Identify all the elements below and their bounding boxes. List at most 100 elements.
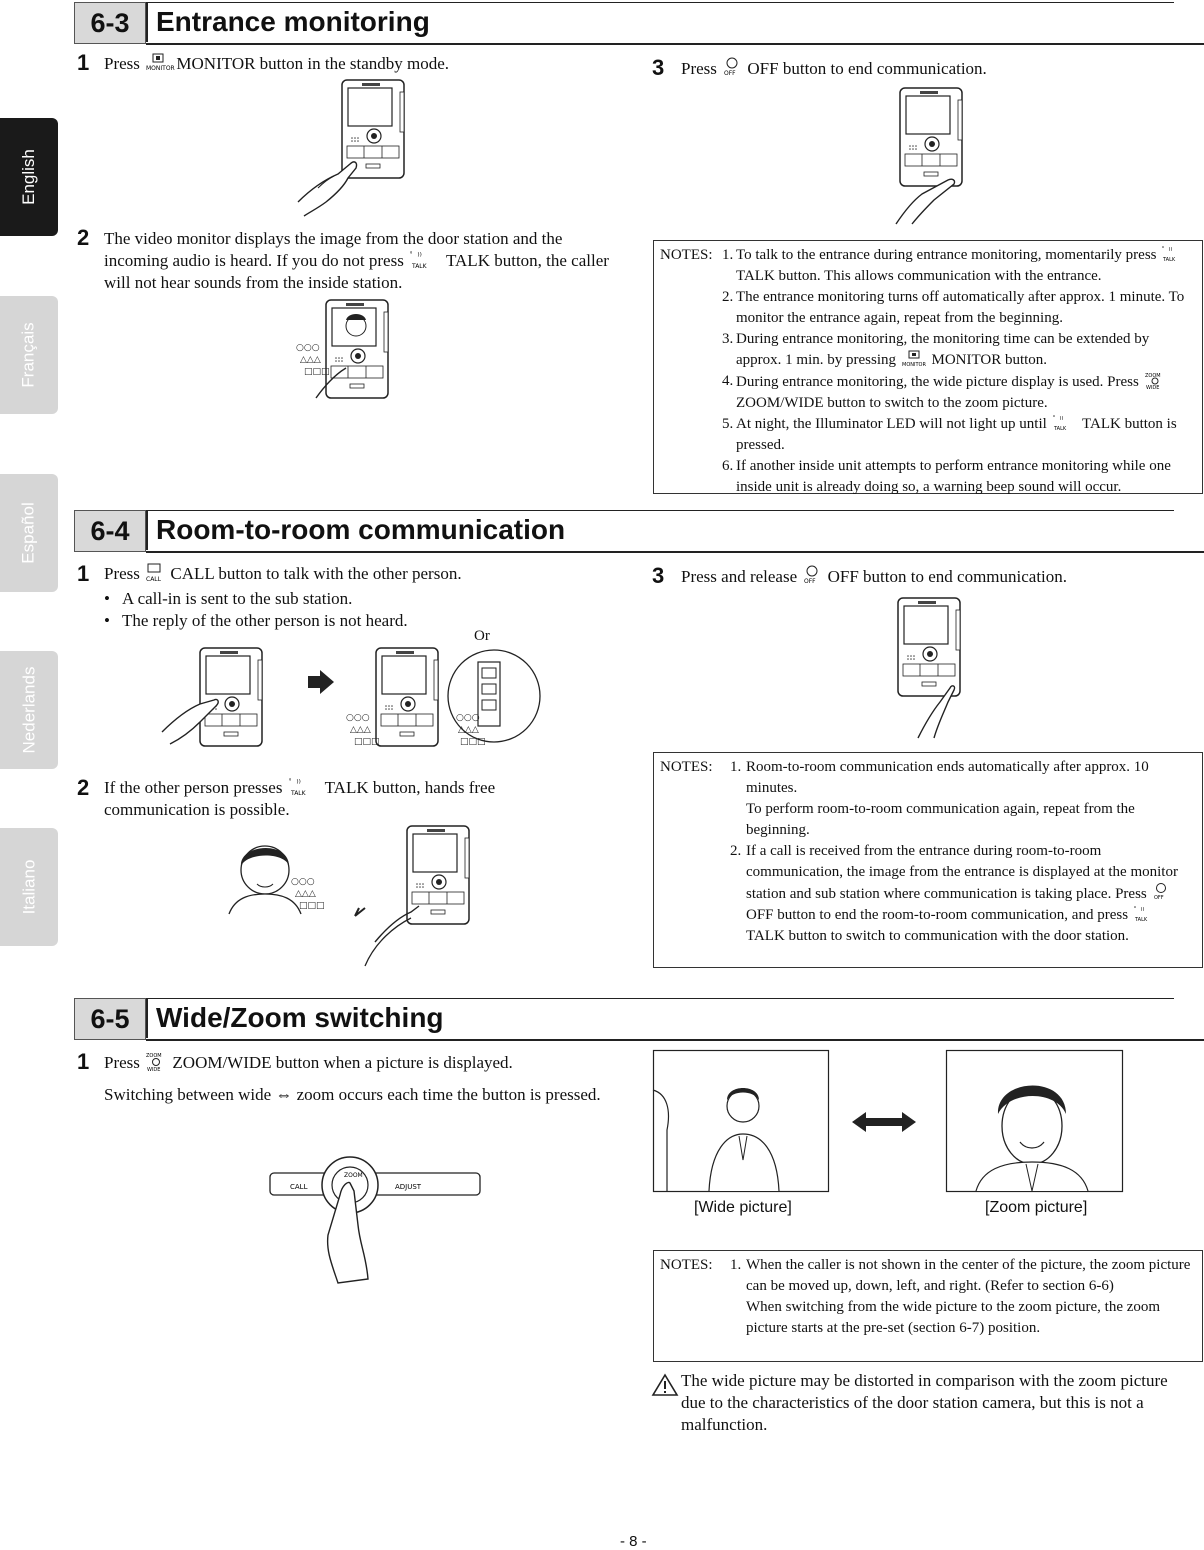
svg-text:ﾟ ⁾⁾: ﾟ ⁾⁾ — [289, 778, 301, 789]
icon-label: MONITOR — [902, 362, 926, 368]
notes-6-4: NOTES: 1. Room-to-room communication end… — [653, 752, 1203, 968]
svg-text:ﾟ ⁾⁾: ﾟ ⁾⁾ — [1053, 415, 1064, 424]
note: 2. The entrance monitoring turns off aut… — [660, 287, 1196, 329]
note-number: 6. — [722, 458, 734, 474]
monitor-off-illustration — [897, 597, 961, 739]
talk-button-icon: ﾟ ⁾⁾ TALK — [1162, 246, 1176, 263]
note-number: 1. — [730, 1257, 742, 1273]
section-6-3-header: 6-3 Entrance monitoring — [74, 2, 1204, 46]
step-text-part: Press — [681, 59, 722, 78]
svg-text:□□□: □□□ — [304, 367, 330, 377]
icon-label: TALK — [290, 790, 307, 797]
note: 4. During entrance monitoring, the wide … — [660, 371, 1196, 414]
svg-text:△△△: △△△ — [458, 725, 479, 735]
step-text-part: OFF button to end communication. — [743, 59, 987, 78]
step-text-part: TALK button, the caller will not hear so… — [104, 251, 609, 292]
note-text: MONITOR button. — [927, 352, 1048, 368]
note: NOTES: 1. Room-to-room communication end… — [660, 757, 1196, 799]
notes-label: NOTES: — [660, 1257, 713, 1273]
icon-label: TALK — [1162, 257, 1176, 263]
icon-label: ZOOM — [344, 1172, 363, 1179]
wide-picture-caption: [Wide picture] — [694, 1199, 792, 1216]
icon-label: ZOOM — [1145, 373, 1161, 379]
step-number: 3 — [652, 55, 665, 80]
talk-button-icon: ﾟ ⁾⁾ TALK — [1134, 906, 1148, 923]
note-text: At night, the Illuminator LED will not l… — [736, 416, 1051, 432]
step-text-part: CALL button to talk with the other perso… — [166, 564, 462, 583]
svg-text:○○○: ○○○ — [291, 877, 315, 887]
section-6-5-header: 6-5 Wide/Zoom switching — [74, 998, 1204, 1042]
warning-icon — [651, 1373, 679, 1396]
svg-text:ﾟ ⁾⁾: ﾟ ⁾⁾ — [1162, 246, 1173, 255]
monitor-button-icon: MONITOR — [146, 53, 175, 72]
step-number: 1 — [77, 561, 90, 586]
note-text: During entrance monitoring, the wide pic… — [736, 374, 1143, 390]
tab-english-label: English — [18, 149, 38, 205]
step-text: Switching between wide ⇔ zoom occurs eac… — [104, 1085, 601, 1104]
section-number: 6-4 — [74, 510, 146, 552]
note: To perform room-to-room communication ag… — [660, 799, 1196, 841]
note-number: 5. — [722, 416, 734, 432]
step-text-part: TALK button, hands free communication is… — [104, 778, 496, 819]
step-text: The video monitor displays the image fro… — [104, 228, 616, 294]
step-text-part: OFF button to end communication. — [823, 567, 1068, 586]
svg-text:ﾟ ⁾⁾: ﾟ ⁾⁾ — [1134, 906, 1145, 915]
note-text: TALK button is pressed. — [736, 416, 1177, 453]
step-text: Press OFF OFF button to end communicatio… — [681, 57, 1181, 80]
notes-label: NOTES: — [660, 759, 713, 775]
tab-english[interactable]: English — [0, 118, 58, 236]
handsfree-illustration: ○○○△△△□□□ — [228, 825, 470, 967]
icon-label: OFF — [804, 578, 816, 585]
step-text-part: Press and release — [681, 567, 802, 586]
note-text: TALK button. This allows communication w… — [736, 268, 1102, 284]
tab-espanol[interactable]: Español — [0, 474, 58, 592]
svg-text:△△△: △△△ — [300, 355, 321, 365]
wide-picture-illustration — [652, 1049, 830, 1193]
icon-label: ZOOM — [146, 1053, 162, 1059]
note-text: To perform room-to-room communication ag… — [746, 801, 1135, 838]
section-6-4-header: 6-4 Room-to-room communication — [74, 510, 1204, 554]
tab-italiano[interactable]: Italiano — [0, 828, 58, 946]
notes-6-3: NOTES: 1. To talk to the entrance during… — [653, 240, 1203, 495]
step-number: 3 — [652, 563, 665, 588]
note-number: 1. — [722, 247, 734, 263]
tab-nederlands[interactable]: Nederlands — [0, 651, 58, 769]
note-text: If a call is received from the entrance … — [746, 843, 1178, 902]
bullet-text: A call-in is sent to the sub station. — [122, 589, 353, 608]
tab-francais[interactable]: Français — [0, 296, 58, 414]
svg-text:○○○: ○○○ — [296, 343, 320, 353]
monitor-press-illustration — [297, 79, 405, 217]
icon-label: TALK — [1053, 426, 1067, 432]
note-text: ZOOM/WIDE button to switch to the zoom p… — [736, 395, 1048, 411]
note-number: 2. — [722, 289, 734, 305]
svg-text:□□□: □□□ — [460, 737, 486, 747]
talk-button-icon: ﾟ ⁾⁾ TALK — [1053, 415, 1067, 432]
monitor-off-illustration — [895, 87, 963, 225]
note-text: OFF button to end the room-to-room commu… — [746, 907, 1132, 923]
icon-label: TALK — [1134, 917, 1148, 923]
talk-button-icon: ﾟ ⁾⁾TALK — [410, 251, 428, 270]
rule — [146, 998, 1174, 999]
notes-label: NOTES: — [660, 247, 713, 263]
rule — [146, 551, 1204, 553]
svg-text:○○○: ○○○ — [456, 713, 480, 723]
icon-label: OFF — [1154, 895, 1164, 901]
step-number: 1 — [77, 50, 90, 75]
note-text: When switching from the wide picture to … — [746, 1299, 1161, 1336]
note-text: If another inside unit attempts to perfo… — [736, 458, 1171, 495]
monitor-button-icon: MONITOR — [902, 350, 926, 368]
note-text: Room-to-room communication ends automati… — [746, 759, 1149, 796]
page-number: - 8 - — [620, 1533, 647, 1550]
talk-button-icon: ﾟ ⁾⁾TALK — [289, 778, 307, 797]
tab-francais-label: Français — [19, 322, 38, 388]
note-text: The entrance monitoring turns off automa… — [736, 289, 1185, 326]
svg-text:□□□: □□□ — [299, 901, 325, 911]
zoom-picture-caption: [Zoom picture] — [985, 1199, 1088, 1216]
step-text-part: MONITOR button in the standby mode. — [172, 54, 450, 73]
step-text-part: Press — [104, 564, 145, 583]
section-title: Entrance monitoring — [146, 2, 430, 42]
step-text: Press and release OFF OFF button to end … — [681, 565, 1181, 588]
section-number: 6-3 — [74, 2, 146, 44]
note-number: 2. — [730, 843, 742, 859]
